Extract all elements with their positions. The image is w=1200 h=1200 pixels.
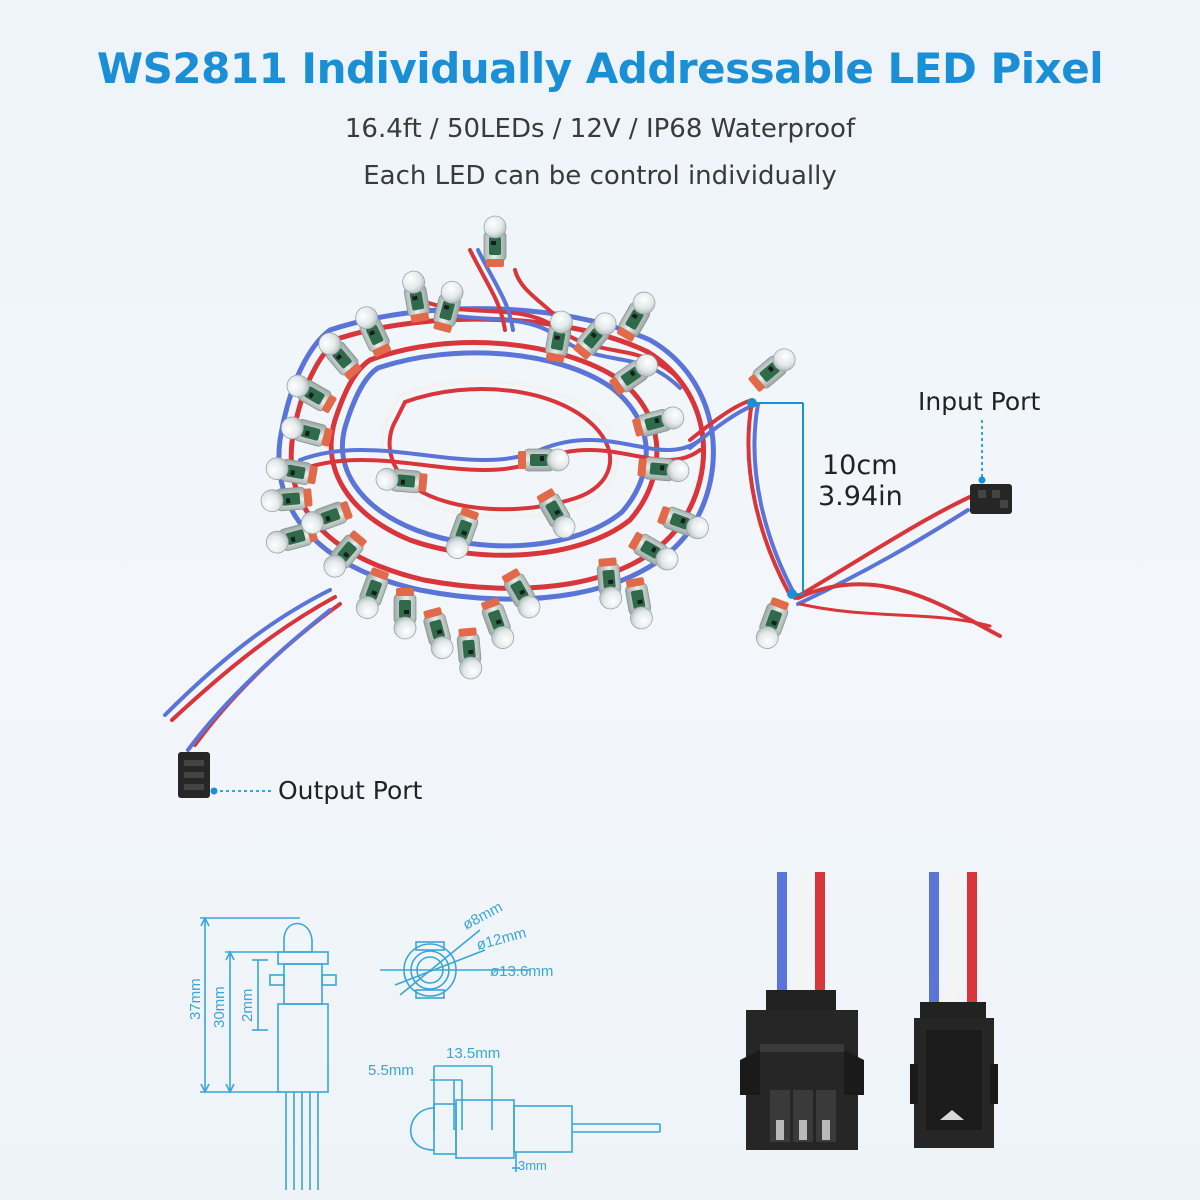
side-height-body: 30mm bbox=[211, 986, 228, 1028]
spacing-callout: 10cm 3.94in bbox=[747, 398, 903, 599]
male-connector bbox=[740, 872, 864, 1150]
input-port-label: Input Port bbox=[918, 387, 1040, 416]
input-port-connector bbox=[970, 484, 1012, 514]
page-title: WS2811 Individually Addressable LED Pixe… bbox=[96, 44, 1104, 93]
output-port-label: Output Port bbox=[278, 776, 423, 805]
front-head-length: 5.5mm bbox=[368, 1062, 414, 1079]
spacing-metric: 10cm bbox=[822, 450, 898, 481]
spec-line: 16.4ft / 50LEDs / 12V / IP68 Waterproof bbox=[344, 114, 856, 144]
side-height-total: 37mm bbox=[187, 978, 204, 1020]
front-pin-length: 3mm bbox=[518, 1158, 547, 1173]
top-diameter-12: ø12mm bbox=[475, 924, 529, 954]
front-view-drawing bbox=[409, 1065, 661, 1172]
female-connector bbox=[910, 872, 998, 1148]
output-port-connector bbox=[178, 752, 210, 798]
front-width: 13.5mm bbox=[446, 1045, 500, 1062]
top-diameter-13-6: ø13.6mm bbox=[490, 963, 553, 980]
side-view-drawing bbox=[200, 916, 337, 1190]
top-diameter-8: ø8mm bbox=[460, 899, 506, 934]
led-string bbox=[163, 215, 1002, 752]
tagline: Each LED can be control individually bbox=[363, 161, 837, 191]
spacing-imperial: 3.94in bbox=[818, 481, 903, 512]
side-offset: 2mm bbox=[239, 989, 256, 1022]
top-view-drawing bbox=[380, 929, 530, 999]
